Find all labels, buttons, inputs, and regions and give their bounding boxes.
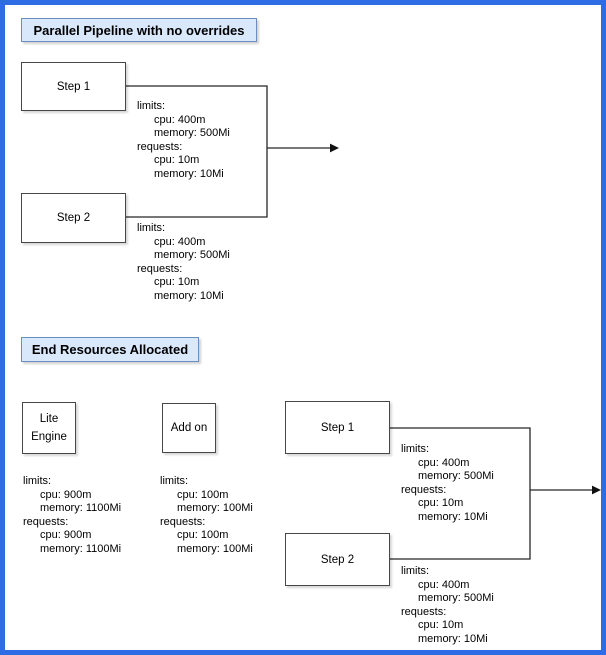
resource-line: memory: 500Mi	[418, 592, 494, 605]
resource-line: memory: 100Mi	[177, 542, 253, 555]
resource-line: cpu: 400m	[154, 235, 206, 248]
resource-line: memory: 100Mi	[177, 502, 253, 515]
resource-line: cpu: 400m	[418, 456, 470, 469]
resource-line: memory: 500Mi	[154, 249, 230, 262]
node-step2-top-label: Step 2	[56, 212, 91, 224]
node-step2-bottom: Step 2	[285, 533, 390, 586]
section-title-parallel-pipeline: Parallel Pipeline with no overrides	[21, 18, 257, 42]
resource-line: cpu: 10m	[154, 276, 200, 289]
resource-line: cpu: 100m	[177, 529, 229, 542]
node-step2-top: Step 2	[21, 193, 126, 243]
resource-line: cpu: 400m	[418, 578, 470, 591]
resource-line: requests:	[137, 262, 183, 275]
resource-line: limits:	[401, 565, 430, 577]
bottom-arrowhead-icon	[592, 485, 601, 495]
section-title-end-resources: End Resources Allocated	[21, 337, 199, 362]
resource-line: cpu: 400m	[154, 113, 206, 126]
resource-line: cpu: 100m	[177, 488, 229, 501]
resources-step2-top: limits: cpu: 400m memory: 500Mi requests…	[137, 222, 230, 304]
resources-lite-engine: limits: cpu: 900m memory: 1100Mi request…	[23, 475, 121, 557]
top-arrowhead-icon	[330, 143, 339, 153]
resource-line: memory: 10Mi	[418, 632, 488, 645]
resource-line: memory: 10Mi	[418, 510, 488, 523]
node-step1-top-label: Step 1	[56, 80, 91, 93]
node-lite-engine-label-line1: Lite	[39, 413, 59, 425]
resource-line: memory: 500Mi	[418, 470, 494, 483]
resources-step1-top: limits: cpu: 400m memory: 500Mi requests…	[137, 100, 230, 182]
resource-line: requests:	[23, 515, 69, 528]
resource-line: requests:	[137, 140, 183, 153]
resource-line: cpu: 10m	[418, 497, 464, 510]
node-step1-top: Step 1	[21, 62, 126, 111]
node-step1-bottom: Step 1	[285, 401, 390, 454]
resource-line: cpu: 900m	[40, 488, 92, 501]
node-step1-bottom-label: Step 1	[320, 421, 355, 434]
resource-line: memory: 10Mi	[154, 167, 224, 180]
resource-line: limits:	[23, 475, 52, 487]
node-add-on-label: Add on	[170, 422, 208, 434]
resource-line: limits:	[137, 222, 166, 234]
resource-line: requests:	[160, 515, 206, 528]
resource-line: memory: 1100Mi	[40, 542, 122, 555]
resources-add-on: limits: cpu: 100m memory: 100Mi requests…	[160, 475, 253, 557]
resource-line: cpu: 10m	[418, 619, 464, 632]
resource-line: cpu: 10m	[154, 154, 200, 167]
node-lite-engine-label-line2: Engine	[31, 431, 67, 443]
resource-line: memory: 10Mi	[154, 289, 224, 302]
resource-line: requests:	[401, 605, 447, 618]
resource-line: requests:	[401, 483, 447, 496]
node-step2-bottom-label: Step 2	[320, 553, 355, 566]
resource-line: limits:	[160, 475, 189, 487]
resource-line: limits:	[137, 100, 166, 112]
resource-line: limits:	[401, 443, 430, 455]
resources-step2-bottom: limits: cpu: 400m memory: 500Mi requests…	[401, 565, 494, 647]
resource-line: cpu: 900m	[40, 529, 92, 542]
node-add-on: Add on	[162, 403, 216, 453]
resource-line: memory: 500Mi	[154, 127, 230, 140]
resource-line: memory: 1100Mi	[40, 502, 122, 515]
resources-step1-bottom: limits: cpu: 400m memory: 500Mi requests…	[401, 443, 494, 525]
node-lite-engine: Lite Engine	[22, 402, 76, 454]
